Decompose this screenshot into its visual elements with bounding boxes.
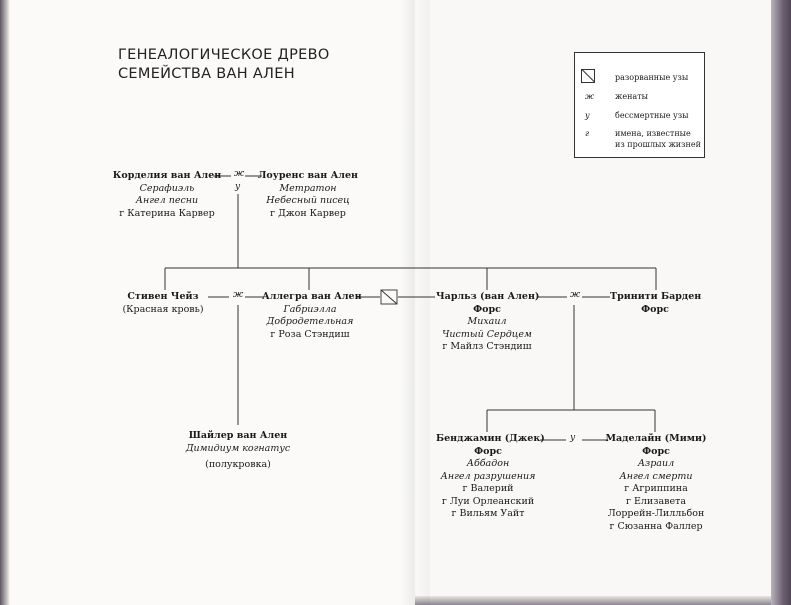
left-page: [0, 0, 416, 605]
person-name: Лоуренс ван Ален: [258, 170, 359, 181]
angel-name: Габриэлла: [283, 303, 337, 315]
past-name: г Катерина Карвер: [119, 207, 215, 219]
person-name: Корделия ван Ален: [112, 170, 222, 181]
person-trinity: Тринити Барден Форс: [610, 291, 702, 316]
legend-text: разорванные узы: [615, 73, 689, 82]
past-name: г Елизавета: [625, 495, 687, 507]
person-benjamin: Бенджамин (Джек) Форс Аббадон Ангел разр…: [436, 433, 545, 521]
angel-name: Серафиэль: [139, 182, 195, 194]
person-madeleine: Маделайн (Мими) Форс Азраил Ангел смерти…: [604, 433, 708, 533]
married-symbol: ж: [233, 169, 246, 179]
angel-name: Метратон: [279, 182, 337, 194]
angel-title: Ангел песни: [135, 195, 199, 206]
person-schuyler: Шайлер ван Ален Димидиум когнатус (полук…: [183, 430, 293, 472]
broken-bond-icon: [581, 69, 595, 83]
person-steven: Стивен Чейз (Красная кровь): [118, 291, 208, 316]
person-allegra: Аллегра ван Ален Габриэлла Добродетельна…: [262, 291, 362, 341]
angel-name: Михаил: [467, 316, 507, 327]
person-name: Стивен Чейз: [127, 291, 199, 302]
person-surname: Форс: [641, 303, 669, 315]
bottom-page-edge: [415, 596, 771, 605]
angel-name: Аббадон: [466, 458, 510, 469]
person-surname: Форс: [473, 303, 501, 315]
past-name: г Луи Орлеанский: [441, 495, 535, 507]
connector: [380, 289, 398, 305]
legend-text: имена, известные: [615, 129, 691, 138]
person-surname: Форс: [642, 445, 670, 457]
past-name: Лоррейн-Лилльбон: [607, 508, 705, 519]
title-line-2: СЕМЕЙСТВА ВАН АЛЕН: [118, 66, 295, 82]
person-lawrence: Лоуренс ван Ален Метратон Небесный писец…: [258, 170, 358, 220]
married-symbol: ж: [569, 290, 582, 300]
person-name: Аллегра ван Ален: [262, 291, 362, 302]
right-page-edge: [771, 0, 791, 605]
legend-symbol: г: [585, 129, 590, 138]
legend-text-2: из прошлых жизней: [615, 140, 701, 149]
angel-name: Азраил: [637, 458, 675, 469]
person-name: Чарльз (ван Ален): [436, 291, 540, 302]
person-name: Шайлер ван Ален: [188, 430, 288, 441]
person-name: Маделайн (Мими): [605, 433, 707, 444]
past-name: г Вильям Уайт: [451, 508, 525, 519]
broken-bond-icon: [380, 289, 398, 305]
angel-title: Чистый Сердцем: [442, 328, 532, 340]
legend-symbol: ж: [585, 92, 595, 101]
married-symbol: ж: [232, 290, 245, 300]
left-page-edge: [0, 0, 10, 605]
immortal-symbol: у: [569, 433, 577, 443]
legend-box: разорванные узы ж женаты у бессмертные у…: [574, 52, 705, 158]
past-name: г Майлз Стэндиш: [442, 341, 532, 352]
page-title: ГЕНЕАЛОГИЧЕСКОЕ ДРЕВО СЕМЕЙСТВА ВАН АЛЕН: [118, 46, 388, 84]
angel-name: Димидиум когнатус: [185, 442, 291, 454]
person-note: (Красная кровь): [122, 303, 204, 315]
person-cordelia: Корделия ван Ален Серафиэль Ангел песни …: [112, 170, 222, 220]
legend-text: женаты: [615, 92, 648, 101]
person-name: Бенджамин (Джек): [436, 433, 545, 444]
angel-title: Добродетельная: [266, 316, 354, 327]
past-name: г Валерий: [462, 483, 514, 494]
angel-title: Небесный писец: [266, 195, 350, 206]
person-note: (полукровка): [205, 459, 271, 470]
angel-title: Ангел смерти: [619, 470, 693, 482]
gutter-shadow: [400, 0, 430, 605]
legend-symbol: у: [585, 111, 590, 120]
past-name: г Джон Карвер: [270, 207, 346, 219]
past-name: г Агриппина: [624, 483, 688, 494]
angel-title: Ангел разрушения: [440, 470, 536, 482]
title-line-1: ГЕНЕАЛОГИЧЕСКОЕ ДРЕВО: [118, 47, 330, 63]
past-name: г Сюзанна Фаллер: [609, 520, 703, 532]
person-name: Тринити Барден: [610, 291, 702, 302]
immortal-symbol: у: [234, 182, 242, 192]
person-charles: Чарльз (ван Ален) Форс Михаил Чистый Сер…: [436, 291, 540, 354]
past-name: г Роза Стэндиш: [270, 328, 350, 340]
legend-text: бессмертные узы: [615, 111, 689, 120]
person-surname: Форс: [474, 445, 502, 457]
